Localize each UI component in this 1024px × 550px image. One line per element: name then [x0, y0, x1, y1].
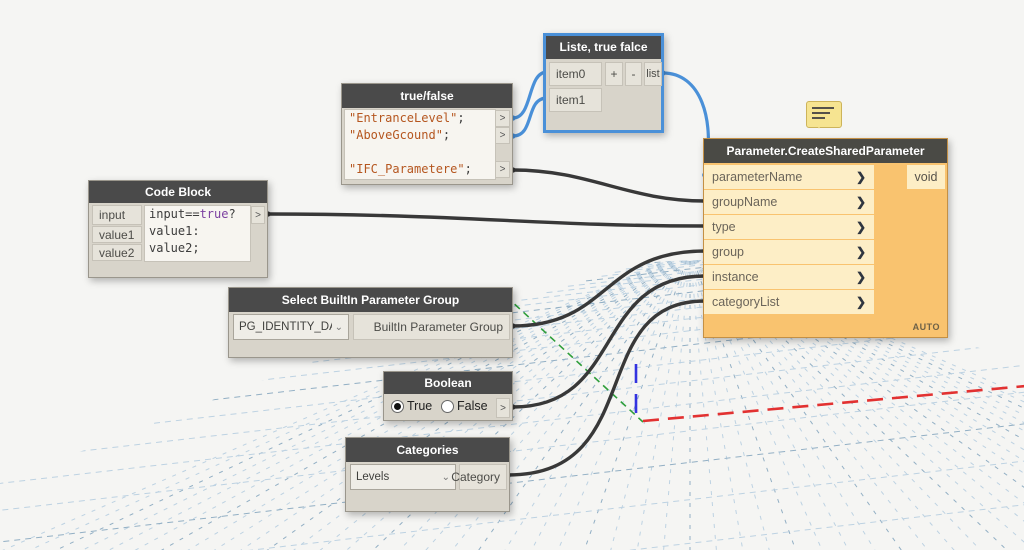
string-literal: "IFC_Parametere" [349, 162, 465, 176]
remove-item-button[interactable]: - [625, 62, 642, 86]
dropdown-value: Levels [356, 471, 390, 483]
axis-y-green [496, 287, 644, 423]
semicolon: ; [464, 162, 472, 176]
output-port[interactable]: > [496, 398, 510, 418]
output-port-builtin-parameter-group[interactable]: BuiltIn Parameter Group [353, 314, 510, 340]
input-port-input[interactable]: input [92, 205, 142, 225]
radio-true[interactable]: True [391, 399, 432, 413]
radio-label: True [407, 399, 433, 413]
output-port-category[interactable]: Category [451, 464, 507, 490]
chevron-down-icon: ⌄ [334, 321, 343, 333]
wire-group-group[interactable] [511, 249, 707, 328]
code-line: input==true? [149, 207, 236, 221]
wire-truefalse-item1[interactable] [511, 96, 549, 138]
input-port-item1[interactable]: item1 [549, 88, 602, 112]
node-header[interactable]: Select BuiltIn Parameter Group [229, 288, 512, 312]
keyword: true [199, 207, 229, 221]
radio-unselected-icon [441, 399, 454, 413]
code-line: "AboveGcound"; [345, 127, 495, 144]
port-arrow-icon: ❯ [855, 220, 866, 234]
node-list-create[interactable]: Liste, true falce item0 item1 + - list [543, 33, 664, 133]
node-header[interactable]: Categories [346, 438, 509, 462]
input-port-instance[interactable]: instance❯ [704, 265, 874, 289]
input-port-value2[interactable]: value2 [92, 244, 142, 261]
node-header[interactable]: Boolean [384, 372, 512, 394]
wire-list-parametername[interactable] [661, 71, 710, 176]
note-icon[interactable] [806, 101, 842, 129]
wire-boolean-instance[interactable] [511, 274, 707, 409]
input-port-value1[interactable]: value1 [92, 226, 142, 243]
input-port-categorylist[interactable]: categoryList❯ [704, 290, 874, 314]
output-port-void[interactable]: void [907, 165, 945, 189]
category-dropdown[interactable]: Levels ⌄ [350, 464, 456, 490]
input-port-type[interactable]: type❯ [704, 215, 874, 239]
port-arrow-icon: ❯ [855, 270, 866, 284]
string-literal: "EntranceLevel" [349, 111, 458, 125]
lacing-badge: AUTO [912, 322, 940, 332]
port-arrow-icon: ❯ [855, 245, 866, 259]
input-port-groupname[interactable]: groupName❯ [704, 190, 874, 214]
chevron-down-icon: ⌄ [441, 471, 450, 483]
output-port[interactable]: > [251, 206, 265, 224]
node-boolean[interactable]: Boolean True False > [383, 371, 513, 421]
output-port-list[interactable]: list [644, 62, 662, 86]
code-line: value1: [149, 224, 200, 238]
output-port-2[interactable]: > [495, 127, 510, 144]
node-true-false[interactable]: true/false "EntranceLevel"; "AboveGcound… [341, 83, 513, 185]
node-header[interactable]: Code Block [89, 181, 267, 203]
wire-codeblock-type[interactable] [266, 212, 707, 228]
radio-false[interactable]: False [441, 399, 488, 413]
parameter-group-dropdown[interactable]: PG_IDENTITY_DATA ⌄ [233, 314, 349, 340]
code-editor[interactable]: input==true? value1: value2; [144, 205, 251, 262]
radio-label: False [457, 399, 488, 413]
wire-ifc-groupname[interactable] [511, 168, 707, 203]
code-editor[interactable]: "EntranceLevel"; "AboveGcound"; "IFC_Par… [344, 109, 496, 180]
node-select-builtin-parameter-group[interactable]: Select BuiltIn Parameter Group PG_IDENTI… [228, 287, 513, 358]
code-line: value2; [149, 241, 200, 255]
input-port-group[interactable]: group❯ [704, 240, 874, 264]
node-header[interactable]: Parameter.CreateSharedParameter [704, 139, 947, 163]
code-line [345, 144, 495, 161]
output-port-3[interactable]: > [495, 161, 510, 178]
code-line: "EntranceLevel"; [345, 110, 495, 127]
output-port-1[interactable]: > [495, 110, 510, 127]
string-literal: "AboveGcound" [349, 128, 443, 142]
dropdown-value: PG_IDENTITY_DATA [239, 321, 332, 333]
code-line: "IFC_Parametere"; [345, 161, 495, 178]
semicolon: ; [457, 111, 465, 125]
port-arrow-icon: ❯ [855, 170, 866, 184]
semicolon: ; [442, 128, 451, 142]
input-port-parametername[interactable]: parameterName❯ [704, 165, 874, 189]
axis-x-red [642, 384, 1024, 423]
node-header[interactable]: Liste, true falce [546, 36, 661, 59]
node-parameter-createsharedparameter[interactable]: Parameter.CreateSharedParameter paramete… [703, 138, 948, 338]
port-arrow-icon: ❯ [855, 295, 866, 309]
input-port-item0[interactable]: item0 [549, 62, 602, 86]
wire-truefalse-item0[interactable] [511, 70, 549, 120]
wire-categories-categorylist[interactable] [506, 299, 707, 477]
node-categories[interactable]: Categories Levels ⌄ Category [345, 437, 510, 512]
add-item-button[interactable]: + [605, 62, 623, 86]
radio-selected-icon [391, 399, 404, 413]
node-header[interactable]: true/false [342, 84, 512, 108]
port-arrow-icon: ❯ [855, 195, 866, 209]
node-code-block[interactable]: Code Block input value1 value2 input==tr… [88, 180, 268, 278]
